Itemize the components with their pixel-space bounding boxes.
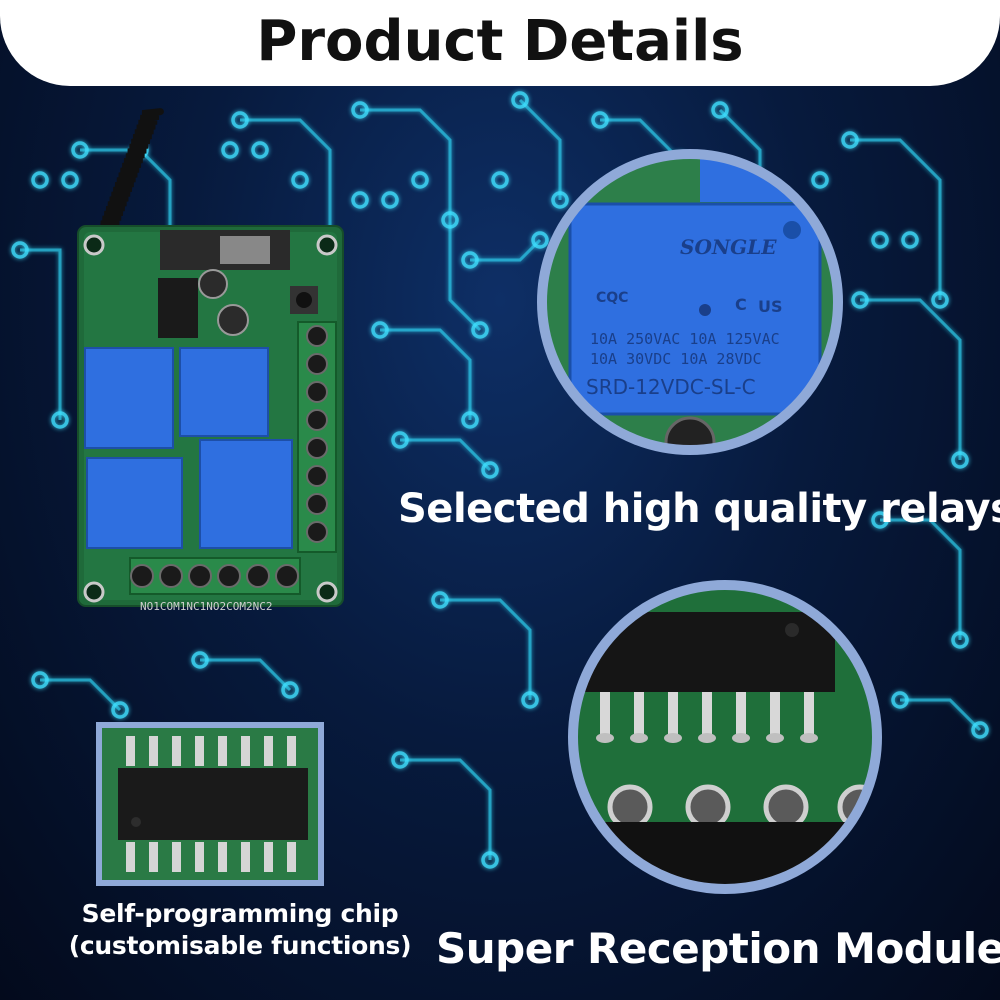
terminal-screw: [246, 564, 270, 588]
terminal-screw: [188, 564, 212, 588]
chip-pin: [630, 733, 648, 743]
chip-pin: [218, 736, 227, 766]
terminal-screw: [159, 564, 183, 588]
chip-pin: [664, 733, 682, 743]
solder-pad: [607, 784, 653, 830]
relay-cqc-mark: CQC: [596, 290, 628, 306]
chip-pin: [126, 842, 135, 872]
feature-caption-chip: Self-programming chip (customisable func…: [40, 898, 440, 962]
terminal-screw: [217, 564, 241, 588]
chip-caption-line2: (customisable functions): [68, 931, 412, 960]
chip-pin: [149, 842, 158, 872]
chip-pin: [287, 736, 296, 766]
page-title: Product Details: [256, 8, 744, 74]
relay-brand: SONGLE: [680, 235, 777, 259]
chip-pin: [126, 736, 135, 766]
chip-pin: [241, 842, 250, 872]
chip-pin: [736, 692, 746, 734]
chip-caption-line1: Self-programming chip: [81, 899, 399, 928]
terminal-screw: [275, 564, 299, 588]
terminal-screw: [306, 325, 328, 347]
chip-pin: [800, 733, 818, 743]
chip-pin: [698, 733, 716, 743]
chip-pin: [172, 736, 181, 766]
terminal-screw: [306, 521, 328, 543]
chip-pin: [264, 736, 273, 766]
solder-pad: [685, 784, 731, 830]
terminal-screw: [130, 564, 154, 588]
relay-us-mark: US: [758, 297, 783, 316]
feature-caption-reception: Super Reception Module: [436, 924, 1000, 973]
terminal-screw: [306, 409, 328, 431]
terminal-screw: [306, 353, 328, 375]
chip-pin: [702, 692, 712, 734]
chip-pin: [600, 692, 610, 734]
feature-caption-relays: Selected high quality relays: [398, 486, 1000, 532]
chip-pin: [634, 692, 644, 734]
chip-pin: [195, 736, 204, 766]
chip-pin: [770, 692, 780, 734]
chip-pin: [195, 842, 204, 872]
terminal-screw: [306, 437, 328, 459]
terminal-screw: [306, 493, 328, 515]
chip-pin: [668, 692, 678, 734]
terminal-row-label: NO1COM1NC1NO2COM2NC2: [140, 600, 272, 613]
chip-pin: [241, 736, 250, 766]
chip-pin: [804, 692, 814, 734]
terminal-screw: [306, 465, 328, 487]
header-banner: Product Details: [0, 0, 1000, 86]
chip-pin: [172, 842, 181, 872]
solder-pad: [763, 784, 809, 830]
chip-pin: [766, 733, 784, 743]
relay-rating-2: 10A 30VDC 10A 28VDC: [590, 350, 762, 368]
chip-image: [96, 722, 324, 886]
relay-magnifier: SONGLE CQC US C 10A 250VAC 10A 125VAC 10…: [537, 149, 843, 455]
relay-c-mark: C: [735, 295, 747, 314]
chip-pin: [264, 842, 273, 872]
relay-rating-1: 10A 250VAC 10A 125VAC: [590, 330, 780, 348]
chip-pin: [732, 733, 750, 743]
chip-pin: [287, 842, 296, 872]
reception-module-magnifier: [568, 580, 882, 894]
terminal-screw: [306, 381, 328, 403]
relay-board-image: NO1COM1NC1NO2COM2NC2: [77, 108, 344, 613]
chip-pin: [596, 733, 614, 743]
antenna-icon: [100, 108, 164, 230]
relay-model: SRD-12VDC-SL-C: [586, 375, 756, 399]
chip-pin: [149, 736, 158, 766]
chip-pin: [218, 842, 227, 872]
